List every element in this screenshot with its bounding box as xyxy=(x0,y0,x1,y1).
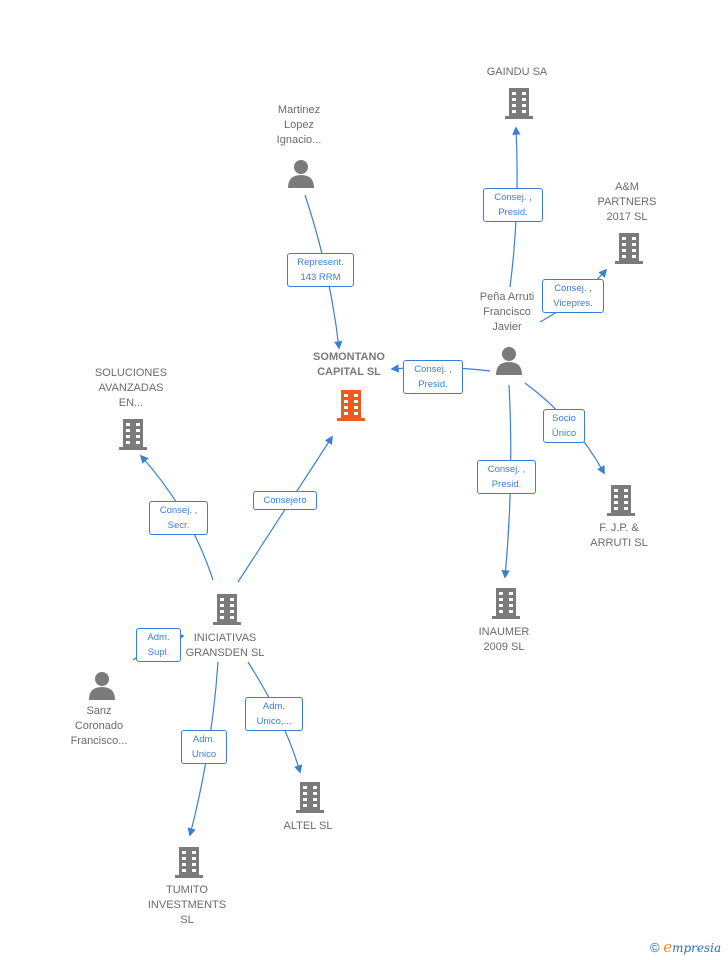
building-icon[interactable] xyxy=(335,388,367,422)
brand-logo-e: e xyxy=(663,938,673,956)
edge-label-iniciativas-altel[interactable]: Adm. Unico,... xyxy=(245,697,303,731)
edge-label-iniciativas-soluciones[interactable]: Consej. , Secr. xyxy=(149,501,208,535)
edge-label-iniciativas-somontano[interactable]: Consejero xyxy=(253,491,317,510)
node-label-tumito: TUMITO INVESTMENTS SL xyxy=(147,884,227,926)
edge-label-pena-somontano[interactable]: Consej. , Presid. xyxy=(403,360,463,394)
edge-label-pena-fjp[interactable]: Socio Único xyxy=(543,409,585,443)
node-label-fjp: F. J.P. & ARRUTI SL xyxy=(590,522,648,549)
footer-logo: © empresia xyxy=(650,938,721,956)
node-label-sanz: Sanz Coronado Francisco... xyxy=(70,705,128,747)
person-icon[interactable] xyxy=(87,670,117,700)
building-icon[interactable] xyxy=(613,231,645,265)
edge-label-pena-am[interactable]: Consej. , Vicepres. xyxy=(542,279,604,313)
node-label-iniciativas: INICIATIVAS GRANSDEN SL xyxy=(185,632,265,659)
brand-logo-text: mpresia xyxy=(672,941,722,955)
node-label-martinez: Martinez Lopez Ignacio... xyxy=(276,104,322,146)
building-icon[interactable] xyxy=(503,86,535,120)
node-label-altel: ALTEL SL xyxy=(283,820,333,832)
edge-label-pena-inaumer[interactable]: Consej. , Presid. xyxy=(477,460,536,494)
building-icon[interactable] xyxy=(294,780,326,814)
edge-label-pena-gaindu[interactable]: Consej. , Presid. xyxy=(483,188,543,222)
building-icon[interactable] xyxy=(117,417,149,451)
node-label-inaumer: INAUMER 2009 SL xyxy=(478,626,530,653)
node-label-somontano: SOMONTANO CAPITAL SL xyxy=(313,351,385,378)
building-icon[interactable] xyxy=(211,592,243,626)
node-label-soluciones: SOLUCIONES AVANZADAS EN... xyxy=(94,367,168,409)
node-label-pena: Peña Arruti Francisco Javier xyxy=(479,291,535,333)
building-icon[interactable] xyxy=(173,845,205,879)
building-icon[interactable] xyxy=(605,483,637,517)
node-label-gaindu: GAINDU SA xyxy=(486,66,548,78)
building-icon[interactable] xyxy=(490,586,522,620)
edge-label-martinez-somontano[interactable]: Represent. 143 RRM xyxy=(287,253,354,287)
person-icon[interactable] xyxy=(286,158,316,188)
edge-label-sanz-iniciativas[interactable]: Adm. Supl. xyxy=(136,628,181,662)
copyright-icon: © xyxy=(650,940,660,955)
edge-label-iniciativas-tumito[interactable]: Adm. Unico xyxy=(181,730,227,764)
node-label-am-partners: A&M PARTNERS 2017 SL xyxy=(597,181,657,223)
person-icon[interactable] xyxy=(494,345,524,375)
